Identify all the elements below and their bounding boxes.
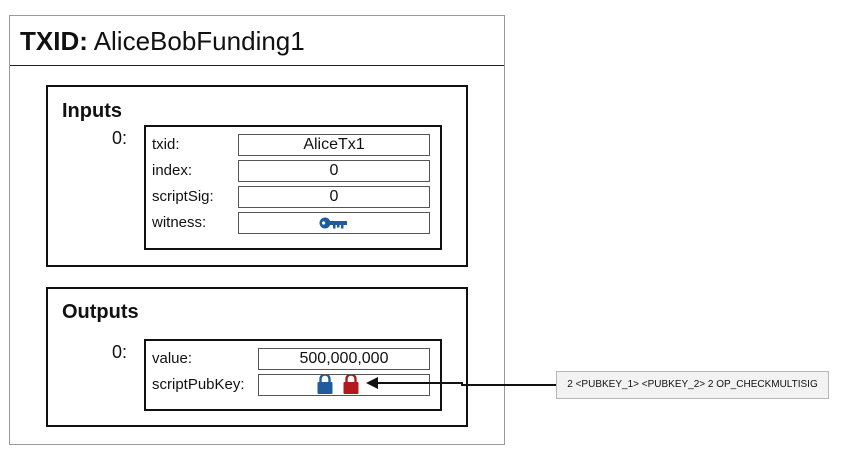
input-witness-label: witness: — [152, 214, 207, 231]
input-fields: txid: AliceTx1 index: 0 scriptSig: 0 wit… — [144, 125, 442, 250]
inputs-section: Inputs 0: txid: AliceTx1 index: 0 script… — [46, 85, 468, 267]
output-value-label: value: — [152, 350, 193, 367]
padlock-blue-icon — [317, 375, 333, 394]
outputs-section: Outputs 0: value: 500,000,000 scriptPubK… — [46, 287, 468, 427]
input-scriptsig-value: 0 — [238, 186, 430, 208]
output-scriptpubkey-label: scriptPubKey: — [152, 376, 245, 393]
output-fields: value: 500,000,000 scriptPubKey: — [144, 339, 442, 411]
output-scriptpubkey-value — [258, 374, 430, 396]
title-bar: TXID: AliceBobFunding1 — [10, 16, 504, 66]
transaction-title: TXID: AliceBobFunding1 — [20, 24, 305, 58]
input-scriptsig-label: scriptSig: — [152, 188, 214, 205]
output-value-value: 500,000,000 — [258, 348, 430, 370]
input-txid-label: txid: — [152, 136, 180, 153]
key-icon — [319, 217, 347, 229]
input-witness-value — [238, 212, 430, 234]
output-index: 0: — [112, 342, 128, 362]
input-txid-value: AliceTx1 — [238, 134, 430, 156]
padlock-red-icon — [343, 375, 359, 394]
transaction-card: TXID: AliceBobFunding1 Inputs 0: txid: A… — [9, 15, 505, 445]
script-annotation: 2 <PUBKEY_1> <PUBKEY_2> 2 OP_CHECKMULTIS… — [556, 371, 829, 399]
txid-label: TXID: — [20, 26, 88, 56]
txid-value: AliceBobFunding1 — [93, 26, 305, 56]
input-index-label: index: — [152, 162, 193, 179]
inputs-title: Inputs — [62, 100, 122, 122]
input-index-value: 0 — [238, 160, 430, 182]
outputs-title: Outputs — [62, 301, 139, 323]
input-index: 0: — [112, 128, 128, 148]
